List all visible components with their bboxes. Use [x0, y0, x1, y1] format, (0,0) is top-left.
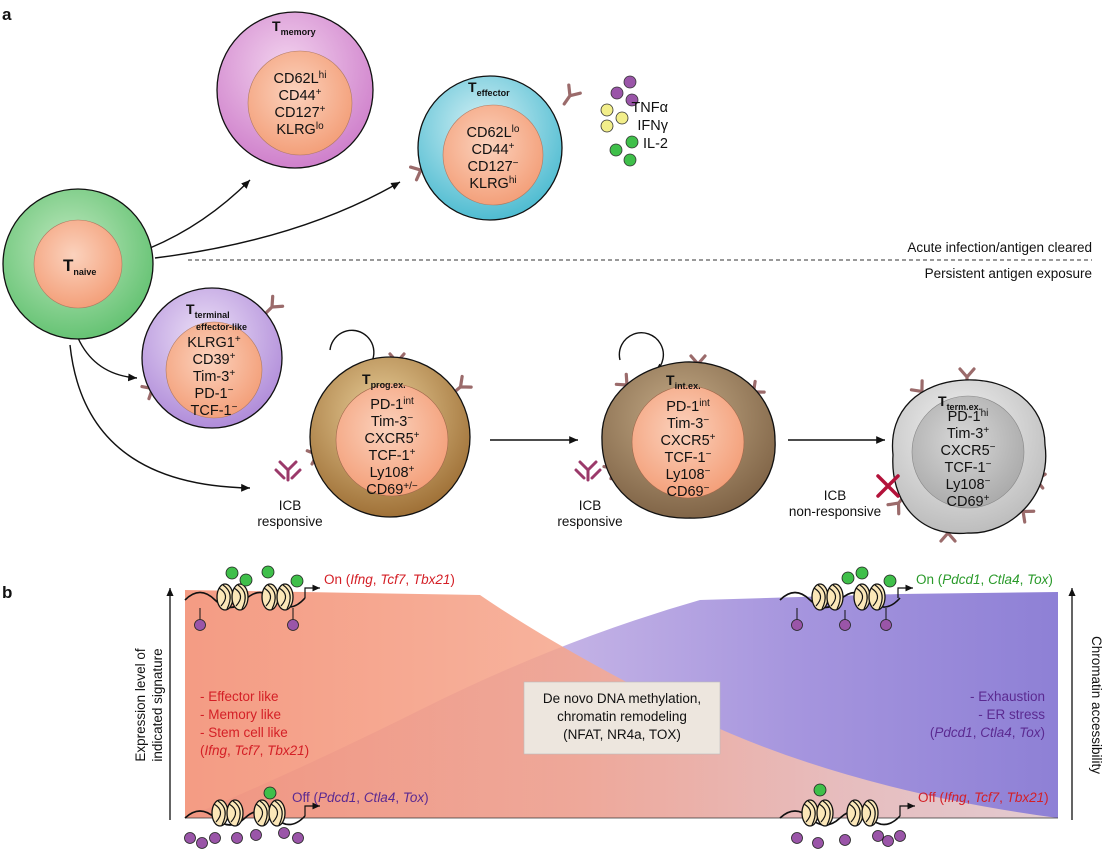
chromatin-top-left: [184, 565, 320, 631]
svg-text:De novo DNA methylation,: De novo DNA methylation,: [543, 691, 701, 706]
marker-memory-0: CD62Lhi: [274, 70, 327, 87]
marker-prog_ex-5: CD69+/−: [366, 481, 418, 498]
svg-text:- Memory like: - Memory like: [200, 707, 281, 722]
marker-memory-1: CD44+: [279, 87, 322, 104]
marker-prog_ex-0: PD-1int: [370, 396, 414, 413]
panel-label-a: a: [2, 5, 12, 24]
svg-text:Tprog.ex.: Tprog.ex.: [362, 371, 406, 390]
center-box: De novo DNA methylation, chromatin remod…: [523, 681, 721, 755]
icb-nonresponsive-line1: ICB: [824, 488, 847, 503]
marker-prog_ex-3: TCF-1+: [369, 447, 416, 464]
icb-responsive-2-line2: responsive: [557, 514, 622, 529]
svg-text:(Ifng, Tcf7, Tbx21): (Ifng, Tcf7, Tbx21): [200, 743, 309, 758]
marker-memory-2: CD127+: [275, 104, 326, 121]
divider-label-above: Acute infection/antigen cleared: [907, 240, 1092, 255]
marker-prog_ex-1: Tim-3−: [371, 413, 414, 430]
svg-text:Tterminal: Tterminal: [186, 301, 230, 320]
svg-text:indicated signature: indicated signature: [150, 648, 165, 761]
axis-right-label: Chromatin accessibility: [1089, 636, 1104, 774]
icb-responsive-2-line1: ICB: [579, 498, 602, 513]
marker-effector-2: CD127−: [468, 158, 519, 175]
svg-text:Teffector: Teffector: [468, 79, 510, 98]
cytokine-ifn: IFNγ: [637, 118, 668, 134]
panel-label-b: b: [2, 583, 12, 602]
marker-prog_ex-4: Ly108+: [370, 464, 415, 481]
cytokine-tnf: TNFα: [631, 100, 668, 116]
icb-responsive-1-line1: ICB: [279, 498, 302, 513]
marker-term_ex-1: Tim-3+: [947, 425, 990, 442]
icb-antibody-middle: [574, 460, 602, 482]
marker-int_ex-1: Tim-3−: [667, 415, 710, 432]
arrow-naive-to-prog: [69, 344, 251, 492]
marker-term_ex-5: CD69+: [947, 493, 990, 510]
arrow-naive-to-effector: [154, 181, 401, 259]
marker-int_ex-5: CD69−: [667, 483, 710, 500]
marker-prog_ex-2: CXCR5+: [365, 430, 420, 447]
svg-text:(Pdcd1, Ctla4, Tox): (Pdcd1, Ctla4, Tox): [930, 725, 1045, 740]
marker-terminal_effector-4: TCF-1−: [191, 402, 238, 419]
arrow-naive-to-memory: [149, 179, 251, 249]
chromatin-bottom-left: [184, 786, 320, 849]
marker-term_ex-4: Ly108−: [946, 476, 991, 493]
svg-text:effector-like: effector-like: [196, 322, 247, 332]
marker-terminal_effector-1: CD39+: [193, 351, 236, 368]
svg-text:Tint.ex.: Tint.ex.: [666, 372, 701, 391]
marker-term_ex-0: PD-1hi: [948, 408, 989, 425]
marker-int_ex-3: TCF-1−: [665, 449, 712, 466]
svg-text:- Exhaustion: - Exhaustion: [970, 689, 1045, 704]
marker-terminal_effector-3: PD-1−: [195, 385, 234, 402]
cell-terminal-effector-like: Tterminal effector-like KLRG1+CD39+Tim-3…: [140, 287, 285, 429]
on-label-left: On (Ifng, Tcf7, Tbx21): [324, 572, 455, 587]
svg-text:(NFAT, NR4a, TOX): (NFAT, NR4a, TOX): [563, 727, 681, 742]
svg-text:chromatin remodeling: chromatin remodeling: [557, 709, 687, 724]
off-label-left: Off (Pdcd1, Ctla4, Tox): [292, 790, 429, 805]
marker-terminal_effector-0: KLRG1+: [187, 334, 241, 351]
off-label-right: Off (Ifng, Tcf7, Tbx21): [918, 790, 1049, 805]
marker-memory-3: KLRGlo: [276, 121, 324, 138]
svg-text:Expression level of: Expression level of: [133, 648, 148, 762]
left-signature-list: - Effector like - Memory like - Stem cel…: [200, 689, 309, 758]
cytokine-il2: IL-2: [643, 136, 668, 152]
cell-term-ex: Tterm.ex. PD-1hiTim-3+CXCR5−TCF-1−Ly108−…: [886, 367, 1047, 543]
marker-terminal_effector-2: Tim-3+: [193, 368, 236, 385]
marker-effector-0: CD62Llo: [467, 124, 520, 141]
icb-antibody-left: [274, 460, 302, 482]
svg-text:Tnaive: Tnaive: [63, 256, 96, 277]
marker-term_ex-2: CXCR5−: [941, 442, 996, 459]
arrow-naive-to-terminal: [77, 337, 138, 382]
icb-responsive-1-line2: responsive: [257, 514, 322, 529]
svg-text:- Stem cell like: - Stem cell like: [200, 725, 288, 740]
divider-label-below: Persistent antigen exposure: [925, 266, 1092, 281]
svg-text:Tmemory: Tmemory: [272, 18, 316, 37]
right-signature-list: - Exhaustion - ER stress (Pdcd1, Ctla4, …: [930, 689, 1045, 740]
svg-text:Tterm.ex.: Tterm.ex.: [938, 393, 981, 412]
on-label-right: On (Pdcd1, Ctla4, Tox): [916, 572, 1053, 587]
marker-effector-1: CD44+: [472, 141, 515, 158]
cell-naive: Tnaive: [2, 188, 154, 340]
cell-prog-ex: Tprog.ex. PD-1intTim-3−CXCR5+TCF-1+Ly108…: [305, 329, 473, 518]
marker-int_ex-0: PD-1int: [666, 398, 710, 415]
chromatin-bottom-right: [779, 783, 915, 849]
cell-int-ex: Tint.ex. PD-1intTim-3−CXCR5+TCF-1−Ly108−…: [601, 332, 776, 519]
chromatin-top-right: [779, 566, 913, 631]
marker-term_ex-3: TCF-1−: [945, 459, 992, 476]
marker-int_ex-4: Ly108−: [666, 466, 711, 483]
svg-text:- Effector like: - Effector like: [200, 689, 279, 704]
cytokine-dots: [600, 75, 639, 167]
marker-int_ex-2: CXCR5+: [661, 432, 716, 449]
axis-left-label: Expression level of indicated signature: [133, 648, 165, 762]
marker-effector-3: KLRGhi: [469, 175, 516, 192]
icb-blocked-cross: [876, 474, 900, 498]
icb-nonresponsive-line2: non-responsive: [789, 504, 881, 519]
svg-text:- ER stress: - ER stress: [978, 707, 1045, 722]
